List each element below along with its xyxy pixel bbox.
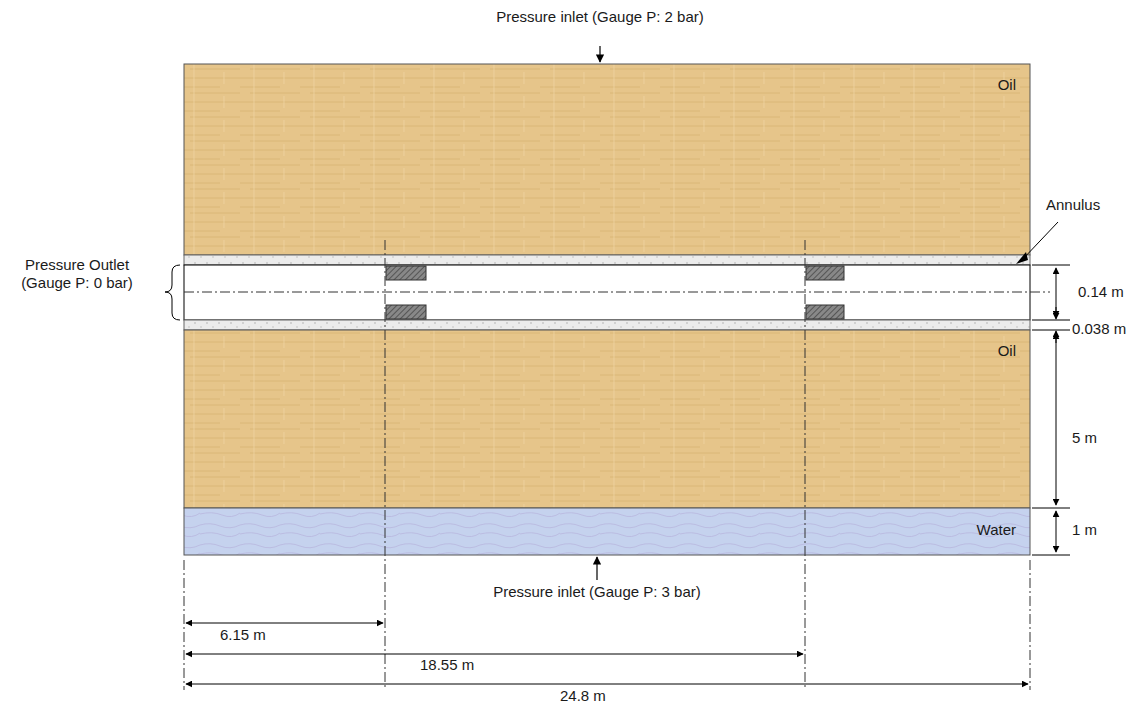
- dimension-label: 0.14 m: [1078, 283, 1124, 301]
- dimension-label: 5 m: [1072, 429, 1097, 447]
- region-band: Oil: [184, 330, 1030, 508]
- port-label: Pressure Outlet (Gauge P: 0 bar): [4, 256, 150, 292]
- region-name: Water: [977, 521, 1016, 539]
- dimension-label: 6.15 m: [220, 626, 266, 644]
- dimension-label: 18.55 m: [420, 656, 474, 674]
- region-band: Water: [184, 508, 1030, 555]
- region-name: Oil: [998, 76, 1016, 94]
- dimension-label: 0.038 m: [1072, 320, 1126, 338]
- dimension-label: 1 m: [1072, 521, 1097, 539]
- dimension-label: Annulus: [1046, 196, 1100, 214]
- dimension-label: 24.8 m: [560, 687, 606, 705]
- dimension-label: Pressure inlet (Gauge P: 3 bar): [493, 583, 701, 601]
- dimension-label: Pressure inlet (Gauge P: 2 bar): [496, 8, 704, 26]
- region-name: Oil: [998, 342, 1016, 360]
- region-band: Oil: [184, 64, 1030, 255]
